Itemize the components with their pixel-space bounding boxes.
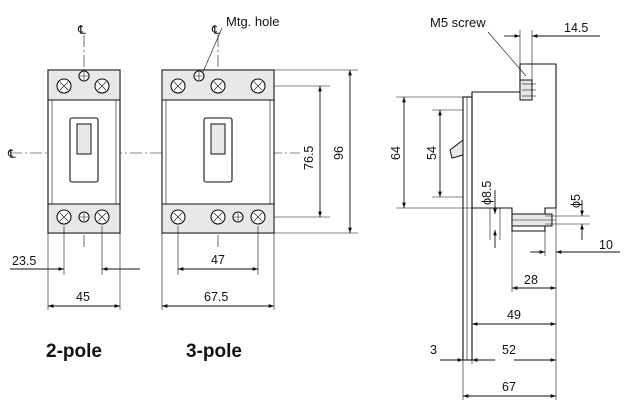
dim-67: 67 <box>502 380 516 394</box>
dim-28: 28 <box>524 273 538 287</box>
dim-96: 96 <box>332 146 346 160</box>
label-m5-screw: M5 screw <box>430 15 486 30</box>
dim-phi-8-5: ϕ8.5 <box>480 181 494 205</box>
dim-47: 47 <box>211 253 225 267</box>
label-mtg-hole: Mtg. hole <box>226 14 279 29</box>
label-3-pole: 3-pole <box>186 341 242 362</box>
dim-23-5: 23.5 <box>12 254 36 268</box>
dim-64: 64 <box>389 146 403 160</box>
dim-76-5: 76.5 <box>302 146 316 170</box>
dim-10: 10 <box>599 238 613 252</box>
dim-3: 3 <box>430 343 437 357</box>
dim-52: 52 <box>502 343 516 357</box>
two-pole-front-view: ℄ ℄ 23.5 45 2-pole <box>7 23 300 362</box>
dim-14-5: 14.5 <box>564 21 588 35</box>
cl-symbol-top-2pole: ℄ <box>77 23 86 37</box>
dim-49: 49 <box>507 308 521 322</box>
cl-symbol-top-3pole: ℄ <box>211 23 220 37</box>
label-2-pole: 2-pole <box>46 341 102 362</box>
side-view: M5 screw 14.5 64 54 ϕ8.5 ϕ5 10 <box>389 15 620 400</box>
cl-symbol-left: ℄ <box>7 147 16 161</box>
dim-67-5: 67.5 <box>204 290 228 304</box>
three-pole-front-view: ℄ Mtg. hole 47 67.5 3-pole 76.5 96 <box>161 14 358 362</box>
dim-phi-5: ϕ5 <box>569 194 583 208</box>
dim-54: 54 <box>425 146 439 160</box>
dim-45: 45 <box>76 290 90 304</box>
